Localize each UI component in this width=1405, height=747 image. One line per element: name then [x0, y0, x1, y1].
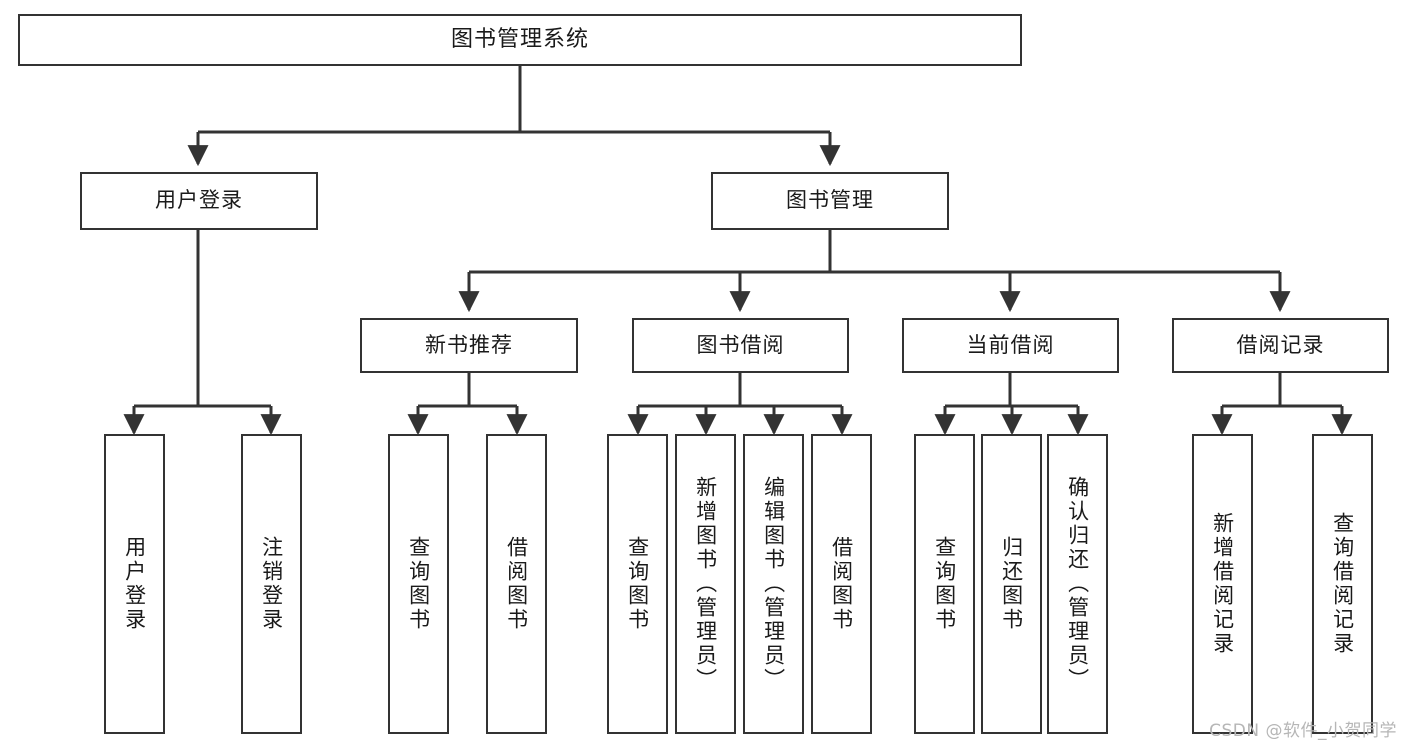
node-label: 编辑图书（管理员） [761, 476, 786, 692]
node-label: 注销登录 [259, 536, 284, 632]
leaf-query-book-current[interactable]: 查询图书 [914, 434, 975, 734]
node-label: 当前借阅 [966, 332, 1055, 357]
csdn-watermark: CSDN @软件_小贺同学 [1209, 721, 1397, 741]
node-label: 新增图书（管理员） [693, 476, 718, 692]
node-user-login[interactable]: 用户登录 [80, 172, 318, 230]
leaf-add-book-admin[interactable]: 新增图书（管理员） [675, 434, 736, 734]
leaf-edit-book-admin[interactable]: 编辑图书（管理员） [743, 434, 804, 734]
leaf-logout[interactable]: 注销登录 [241, 434, 302, 734]
node-label: 新增借阅记录 [1210, 512, 1235, 656]
node-book-borrow[interactable]: 图书借阅 [632, 318, 849, 373]
node-label: 查询图书 [932, 536, 957, 632]
node-label: 归还图书 [999, 536, 1024, 632]
leaf-query-book-recommend[interactable]: 查询图书 [388, 434, 449, 734]
node-new-book-recommend[interactable]: 新书推荐 [360, 318, 578, 373]
node-label: 查询图书 [625, 536, 650, 632]
node-label: 图书管理 [786, 188, 874, 213]
node-label: 查询图书 [406, 536, 431, 632]
node-label: 用户登录 [155, 188, 243, 213]
node-current-borrow[interactable]: 当前借阅 [902, 318, 1119, 373]
node-label: 查询借阅记录 [1330, 512, 1355, 656]
node-label: 借阅图书 [829, 536, 854, 632]
node-root-system[interactable]: 图书管理系统 [18, 14, 1022, 66]
leaf-user-login[interactable]: 用户登录 [104, 434, 165, 734]
node-label: 图书管理系统 [450, 26, 589, 52]
node-borrow-record[interactable]: 借阅记录 [1172, 318, 1389, 373]
node-label: 新书推荐 [425, 332, 513, 357]
leaf-borrow-book[interactable]: 借阅图书 [811, 434, 872, 734]
node-label: 借阅记录 [1236, 332, 1325, 357]
node-label: 借阅图书 [504, 536, 529, 632]
leaf-add-borrow-record[interactable]: 新增借阅记录 [1192, 434, 1253, 734]
leaf-borrow-book-recommend[interactable]: 借阅图书 [486, 434, 547, 734]
node-label: 图书借阅 [696, 332, 785, 357]
node-label: 确认归还（管理员） [1065, 476, 1090, 692]
node-label: 用户登录 [122, 536, 147, 632]
leaf-return-book[interactable]: 归还图书 [981, 434, 1042, 734]
leaf-query-book-borrow[interactable]: 查询图书 [607, 434, 668, 734]
leaf-query-borrow-record[interactable]: 查询借阅记录 [1312, 434, 1373, 734]
leaf-confirm-return-admin[interactable]: 确认归还（管理员） [1047, 434, 1108, 734]
node-book-management[interactable]: 图书管理 [711, 172, 949, 230]
